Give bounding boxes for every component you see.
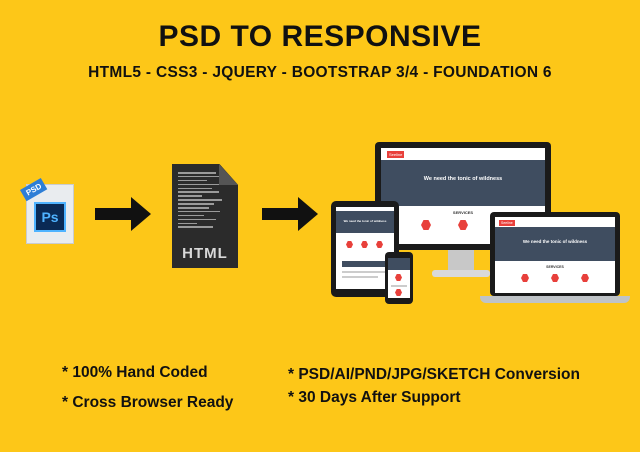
page-title: PSD TO RESPONSIVE [158, 20, 482, 53]
page-subtitle: HTML5 - CSS3 - JQUERY - BOOTSTRAP 3/4 - … [88, 64, 552, 81]
laptop-hero-text: We need the tonic of wildness [522, 239, 588, 244]
feature-cross-browser: * Cross Browser Ready [62, 394, 234, 411]
monitor-stand [448, 250, 474, 272]
hero-banner: We need the tonic of wildness [381, 160, 545, 206]
html-file-icon: HTML [172, 164, 238, 268]
code-lines [178, 172, 226, 230]
hero-text: We need the tonic of wildness [423, 176, 503, 182]
feature-support: * 30 Days After Support [288, 389, 461, 406]
feature-conversion: * PSD/AI/PND/JPG/SKETCH Conversion [288, 366, 580, 383]
arrow-right-icon-1 [95, 197, 151, 231]
arrow-right-icon-2 [262, 197, 318, 231]
tablet-screen: We need the tonic of wildness [336, 207, 394, 289]
laptop-site-logo: Seeline [499, 220, 515, 226]
feature-hand-coded: * 100% Hand Coded [62, 364, 208, 381]
services-label: SERVICES [452, 210, 474, 215]
laptop-screen: Seeline We need the tonic of wildness SE… [495, 217, 615, 293]
psd-file-icon: Ps PSD [20, 177, 74, 244]
smartphone-screen [388, 258, 410, 298]
tablet-hero-text: We need the tonic of wildness [343, 219, 387, 223]
laptop-services-label: SERVICES [546, 265, 564, 269]
service-icon-1 [421, 220, 431, 230]
site-logo: Seeline [387, 151, 405, 158]
service-icon-2 [458, 220, 468, 230]
photoshop-logo-icon: Ps [34, 202, 66, 232]
html-label: HTML [182, 245, 228, 262]
monitor-stand-base [432, 270, 490, 277]
laptop-base [480, 296, 630, 303]
